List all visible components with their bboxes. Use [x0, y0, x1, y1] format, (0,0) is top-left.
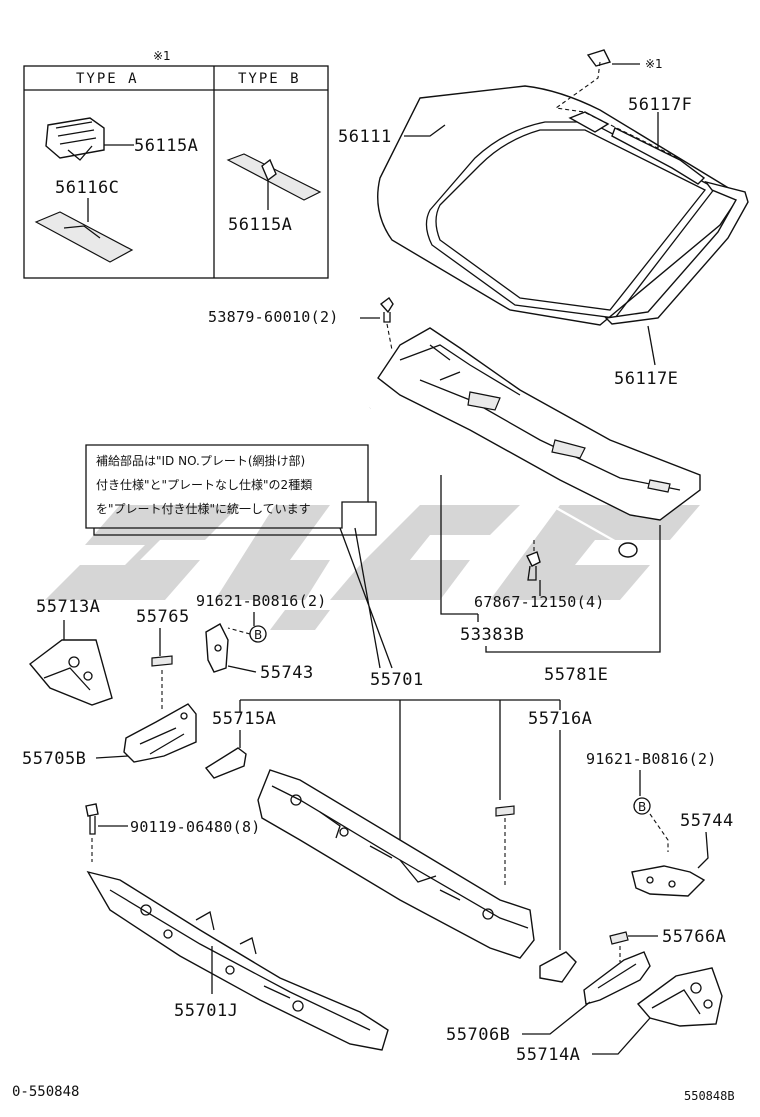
note-box: 補給部品は"ID NO.プレート(網掛け部) 付き仕様"と"プレートなし仕様"の… [85, 444, 377, 536]
circle-b-left: B [254, 628, 262, 642]
label-55701J: 55701J [174, 1001, 238, 1021]
bracket-55716A-part [539, 951, 577, 983]
bracket-55713A-part [28, 639, 113, 706]
label-55714A: 55714A [516, 1045, 580, 1065]
moulding-top-part [568, 111, 706, 185]
watermark-logo [45, 505, 700, 630]
label-53879-60010: 53879-60010(2) [208, 308, 339, 326]
label-90119-06480: 90119-06480(8) [130, 818, 261, 836]
label-55766A: 55766A [662, 927, 726, 947]
label-55705B: 55705B [22, 749, 86, 769]
label-56117E: 56117E [614, 369, 678, 389]
note-mark-top: ※1 [645, 57, 663, 71]
note-line-1: 補給部品は"ID NO.プレート(網掛け部) [96, 453, 305, 468]
note-line-2: 付き仕様"と"プレートなし仕様"の2種類 [96, 478, 312, 492]
windshield-glass-part [377, 85, 741, 326]
label-56115A-type-a: 56115A [134, 136, 198, 156]
plate-type-b-part [226, 153, 322, 201]
label-55713A: 55713A [36, 597, 100, 617]
moulding-clip-part [586, 49, 612, 67]
label-55765: 55765 [136, 607, 190, 627]
weatherstrip-53383B-part [369, 404, 638, 558]
plate-type-a-part [34, 211, 134, 263]
pad-center-part [495, 805, 515, 817]
table-header-type-a: TYPE A [76, 71, 139, 87]
footer-right-code: 550848B [684, 1089, 735, 1103]
label-56115A-type-b: 56115A [228, 215, 292, 235]
label-55715A: 55715A [212, 709, 276, 729]
clip-53879-part [379, 296, 394, 323]
label-55706B: 55706B [446, 1025, 510, 1045]
bracket-55706B-part [583, 951, 651, 1005]
pad-55765-part [151, 655, 173, 667]
label-55716A: 55716A [528, 709, 592, 729]
label-91621-right: 91621-B0816(2) [586, 750, 717, 768]
bracket-55715A-part [204, 747, 247, 779]
clip-type-a-part [45, 117, 105, 161]
note-line-3: を"プレート付き仕様"に統一しています [96, 502, 311, 516]
moulding-side-part [604, 180, 749, 325]
clip-67867-part [526, 551, 541, 581]
cowl-top-panel-part [377, 327, 701, 521]
label-55744: 55744 [680, 811, 734, 831]
bracket-55714A-part [636, 967, 723, 1027]
cowl-panel-55701-part [257, 769, 535, 959]
footer-left-code: 0-550848 [12, 1084, 79, 1100]
bracket-55744-part [631, 865, 706, 897]
table-header-type-b: TYPE B [238, 71, 301, 87]
bracket-55743-part [205, 623, 229, 673]
lower-panel-55701J-part [86, 870, 389, 1051]
label-56111: 56111 [338, 127, 392, 147]
label-55743: 55743 [260, 663, 314, 683]
bolt-90119-part [85, 803, 99, 835]
label-91621-left: 91621-B0816(2) [196, 592, 327, 610]
circle-b-right: B [638, 800, 646, 814]
label-53383B: 53383B [460, 625, 524, 645]
pad-55766A-part [609, 931, 629, 945]
table-note-mark: ※1 [153, 49, 171, 63]
label-56117F: 56117F [628, 95, 692, 115]
type-table: ※1 TYPE A TYPE B 56115A 56116C 56115A [23, 49, 329, 279]
label-55781E: 55781E [544, 665, 608, 685]
label-55701: 55701 [370, 670, 424, 690]
label-56116C: 56116C [55, 178, 119, 198]
table-border [23, 65, 329, 279]
bracket-55705B-part [123, 703, 197, 763]
label-67867-12150: 67867-12150(4) [474, 593, 605, 611]
